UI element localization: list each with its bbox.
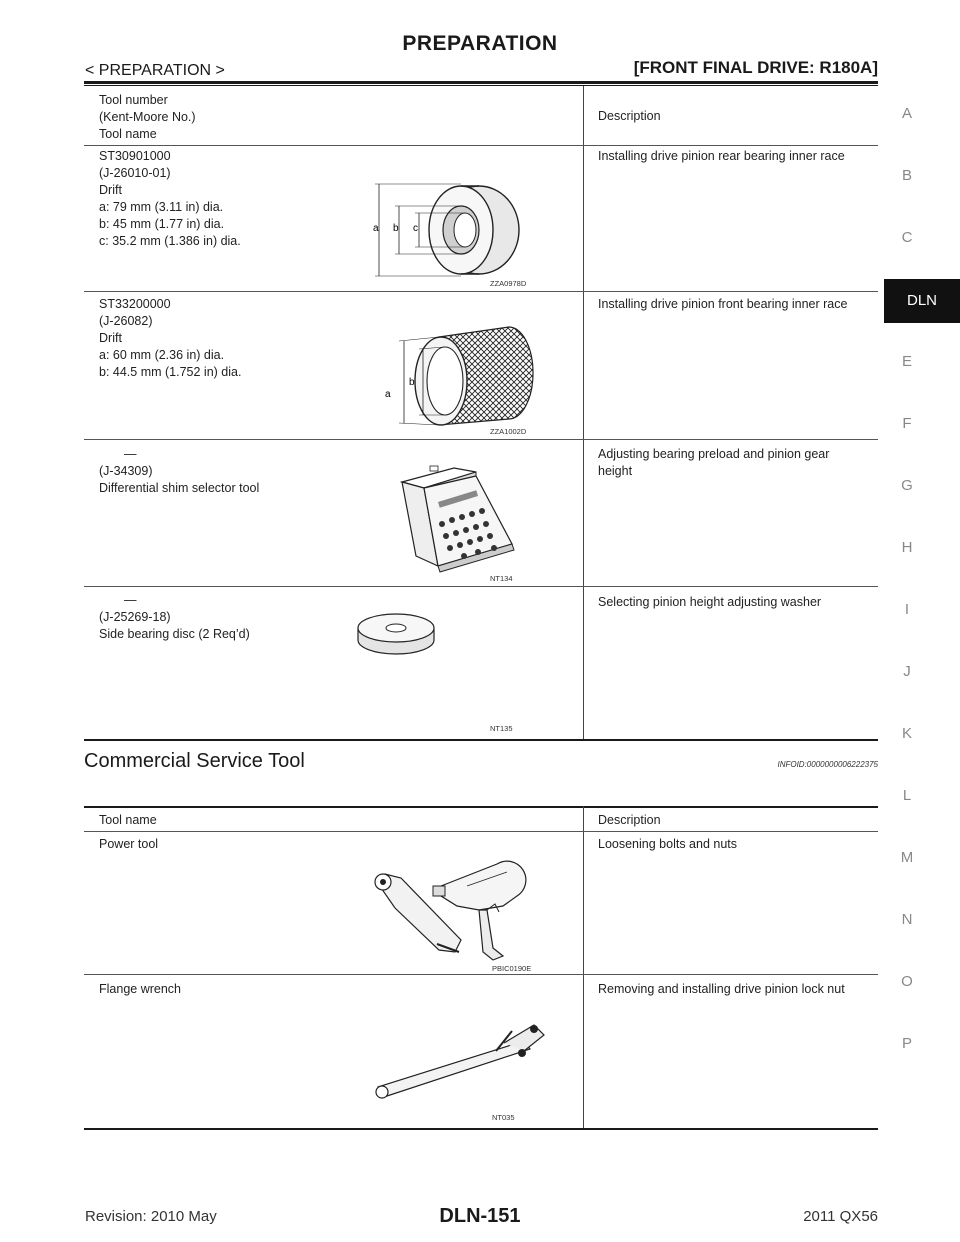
description-line: Installing drive pinion rear bearing inn… bbox=[598, 149, 845, 163]
drift-ring-figure: a b c bbox=[373, 183, 520, 277]
column-header-description: Description bbox=[598, 813, 661, 827]
row-divider bbox=[84, 439, 878, 440]
side-index-n[interactable]: N bbox=[901, 911, 913, 928]
tool-name: Drift bbox=[99, 331, 122, 345]
figure-code: NT035 bbox=[492, 1113, 515, 1122]
description-line: Installing drive pinion front bearing in… bbox=[598, 297, 848, 311]
column-header-tool-name: Tool name bbox=[99, 813, 157, 827]
dimension-b: b: 45 mm (1.77 in) dia. bbox=[99, 217, 225, 231]
model-year: 2011 QX56 bbox=[803, 1208, 878, 1225]
side-index-a[interactable]: A bbox=[901, 105, 912, 122]
figure-label-a: a bbox=[373, 223, 379, 234]
side-index-p[interactable]: P bbox=[901, 1035, 912, 1052]
info-id: INFOID:0000000006222375 bbox=[777, 760, 878, 769]
tool-row-3-info: — (J-34309) Differential shim selector t… bbox=[99, 446, 259, 497]
figure-label-a: a bbox=[385, 389, 391, 400]
column-header-tool: Tool number (Kent-Moore No.) Tool name bbox=[99, 92, 196, 143]
tool-row-4-info: — (J-25269-18) Side bearing disc (2 Req’… bbox=[99, 592, 250, 643]
section-title: Commercial Service Tool bbox=[84, 750, 305, 772]
breadcrumb: < PREPARATION > bbox=[85, 62, 225, 79]
row-divider bbox=[84, 145, 878, 146]
table-bottom-rule bbox=[84, 1128, 878, 1130]
figure-code: NT134 bbox=[490, 574, 513, 583]
flange-wrench-figure bbox=[375, 1024, 545, 1099]
page-number: DLN-151 bbox=[439, 1205, 521, 1227]
column-header-line: Tool name bbox=[99, 127, 157, 141]
figure-code: ZZA1002D bbox=[490, 427, 527, 436]
dimension-a: a: 79 mm (3.11 in) dia. bbox=[99, 200, 224, 214]
figure-label-b: b bbox=[393, 223, 399, 234]
side-index-o[interactable]: O bbox=[901, 973, 913, 990]
kent-moore-number: (J-26010-01) bbox=[99, 166, 171, 180]
kent-moore-number: (J-34309) bbox=[99, 464, 153, 478]
tool-name: Drift bbox=[99, 183, 122, 197]
description-line: Selecting pinion height adjusting washer bbox=[598, 595, 822, 609]
figure-label-c: c bbox=[413, 223, 418, 234]
side-index-dln-active[interactable]: DLN bbox=[884, 279, 960, 323]
tool-row-3-description: Adjusting bearing preload and pinion gea… bbox=[598, 446, 868, 480]
figure-label-b: b bbox=[409, 377, 415, 388]
side-index-j[interactable]: J bbox=[903, 663, 911, 680]
column-divider bbox=[583, 806, 584, 1128]
power-tool-figure bbox=[374, 860, 527, 961]
description-line: height bbox=[598, 464, 633, 478]
revision-date: Revision: 2010 May bbox=[85, 1208, 217, 1225]
tool-number: — bbox=[124, 447, 137, 461]
side-index-l[interactable]: L bbox=[902, 787, 912, 804]
commercial-row-2-name: Flange wrench bbox=[99, 982, 181, 996]
table-top-rule bbox=[84, 806, 878, 808]
tool-number: ST30901000 bbox=[99, 149, 171, 163]
special-tools-table: Tool number (Kent-Moore No.) Tool name D… bbox=[84, 86, 878, 742]
header-rule bbox=[84, 81, 878, 84]
section-tag: [FRONT FINAL DRIVE: R180A] bbox=[633, 58, 878, 77]
column-divider bbox=[583, 86, 584, 740]
tool-name: Side bearing disc (2 Req’d) bbox=[99, 627, 250, 641]
dimension-b: b: 44.5 mm (1.752 in) dia. bbox=[99, 365, 242, 379]
row-divider bbox=[84, 291, 878, 292]
description-line: Adjusting bearing preload and pinion gea… bbox=[598, 447, 830, 461]
tool-name: Differential shim selector tool bbox=[99, 481, 260, 495]
side-index-e[interactable]: E bbox=[901, 353, 912, 370]
tool-number: ST33200000 bbox=[99, 297, 171, 311]
knurled-drift-figure: a b bbox=[385, 326, 534, 426]
table-bottom-rule bbox=[84, 739, 878, 741]
commercial-row-1-name: Power tool bbox=[99, 837, 159, 851]
side-bearing-disc-figure bbox=[357, 613, 435, 655]
row-divider bbox=[84, 974, 878, 975]
kent-moore-number: (J-26082) bbox=[99, 314, 153, 328]
column-header-line: (Kent-Moore No.) bbox=[99, 110, 196, 124]
row-divider bbox=[84, 831, 878, 832]
page-title: PREPARATION bbox=[402, 32, 558, 55]
figure-code: PBIC0190E bbox=[492, 964, 532, 973]
side-index-c[interactable]: C bbox=[901, 229, 913, 246]
tool-row-1-description: Installing drive pinion rear bearing inn… bbox=[598, 148, 868, 165]
header-rule-thin bbox=[84, 85, 878, 86]
side-index-k[interactable]: K bbox=[901, 725, 912, 742]
side-index-b[interactable]: B bbox=[901, 167, 912, 184]
commercial-tools-table: Tool name Description Power tool Looseni… bbox=[84, 806, 878, 1130]
dimension-a: a: 60 mm (2.36 in) dia. bbox=[99, 348, 225, 362]
kent-moore-number: (J-25269-18) bbox=[99, 610, 171, 624]
tool-row-2-info: ST33200000 (J-26082) Drift a: 60 mm (2.3… bbox=[99, 296, 241, 381]
side-index-g[interactable]: G bbox=[901, 477, 913, 494]
tool-number: — bbox=[124, 593, 137, 607]
side-index-f[interactable]: F bbox=[902, 415, 912, 432]
row-divider bbox=[84, 586, 878, 587]
commercial-row-1-description: Loosening bolts and nuts bbox=[598, 837, 737, 851]
column-header-description: Description bbox=[598, 109, 661, 123]
tool-row-2-description: Installing drive pinion front bearing in… bbox=[598, 296, 868, 313]
side-index-h[interactable]: H bbox=[901, 539, 913, 556]
commercial-row-2-description: Removing and installing drive pinion loc… bbox=[598, 982, 845, 996]
side-index-m[interactable]: M bbox=[900, 849, 914, 866]
column-header-line: Tool number bbox=[99, 93, 168, 107]
figure-code: NT135 bbox=[490, 724, 513, 733]
dimension-c: c: 35.2 mm (1.386 in) dia. bbox=[99, 234, 241, 248]
tool-row-1-info: ST30901000 (J-26010-01) Drift a: 79 mm (… bbox=[99, 148, 241, 250]
side-index-i[interactable]: I bbox=[904, 601, 910, 618]
shim-selector-case-figure bbox=[399, 465, 515, 573]
tool-row-4-description: Selecting pinion height adjusting washer bbox=[598, 594, 868, 611]
figure-code: ZZA0978D bbox=[490, 279, 527, 288]
